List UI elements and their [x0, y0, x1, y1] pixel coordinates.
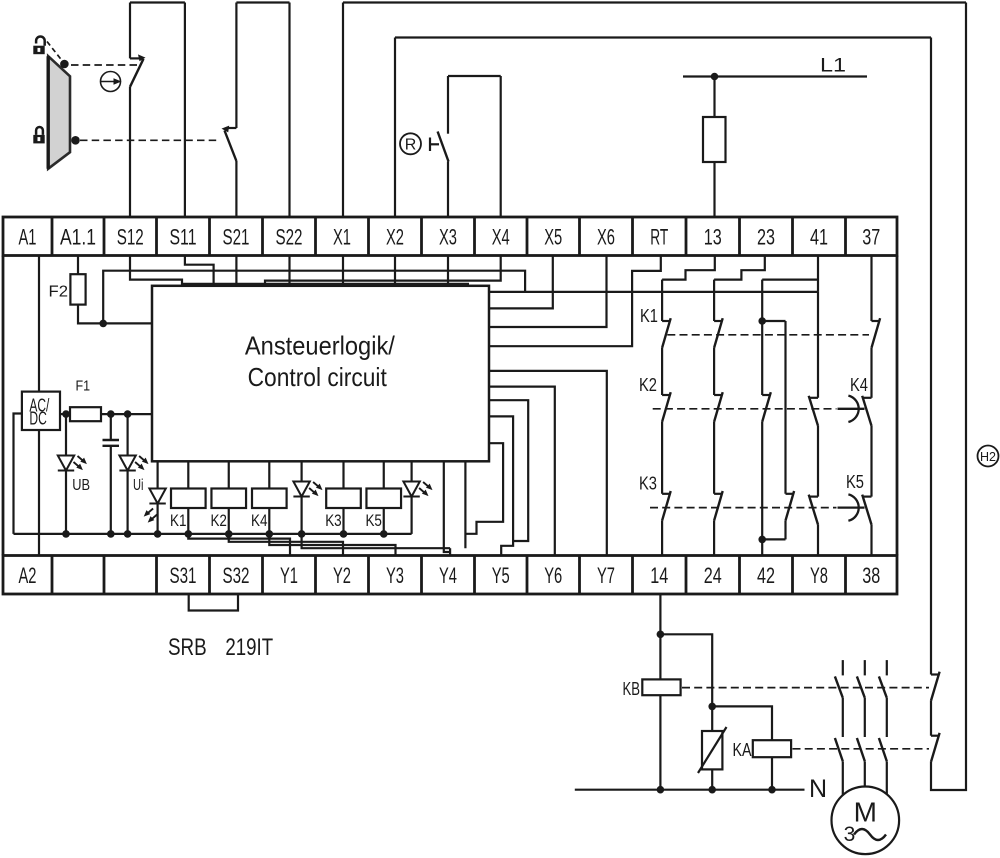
svg-text:14: 14: [650, 563, 668, 588]
svg-text:K1: K1: [170, 512, 187, 530]
svg-text:X5: X5: [544, 224, 562, 249]
svg-text:KA: KA: [733, 739, 753, 760]
svg-text:219IT: 219IT: [225, 634, 273, 661]
svg-text:S12: S12: [117, 224, 144, 249]
svg-text:L1: L1: [820, 56, 846, 77]
svg-text:X6: X6: [597, 224, 615, 249]
svg-text:Y6: Y6: [544, 563, 562, 588]
svg-text:S11: S11: [170, 224, 197, 249]
svg-text:Y7: Y7: [597, 563, 615, 588]
svg-text:42: 42: [757, 563, 775, 588]
svg-text:UB: UB: [72, 477, 90, 494]
svg-text:S32: S32: [223, 563, 250, 588]
svg-text:X4: X4: [492, 224, 510, 249]
svg-text:13: 13: [704, 224, 722, 249]
svg-text:Y2: Y2: [333, 563, 351, 588]
svg-text:K5: K5: [846, 471, 864, 492]
svg-text:X1: X1: [333, 224, 351, 249]
svg-text:Y1: Y1: [280, 563, 298, 588]
svg-text:A1.1: A1.1: [60, 224, 96, 249]
svg-text:23: 23: [757, 224, 775, 249]
svg-text:S21: S21: [223, 224, 250, 249]
svg-text:K2: K2: [639, 374, 657, 395]
svg-text:Y5: Y5: [492, 563, 510, 588]
svg-text:K3: K3: [639, 473, 657, 494]
svg-text:K2: K2: [210, 512, 227, 530]
svg-text:Y8: Y8: [810, 563, 828, 588]
svg-text:38: 38: [862, 563, 880, 588]
svg-text:K5: K5: [365, 512, 382, 530]
svg-text:F1: F1: [76, 378, 91, 395]
svg-text:KB: KB: [623, 678, 641, 699]
svg-text:A1: A1: [19, 224, 37, 249]
svg-text:Control circuit: Control circuit: [248, 362, 388, 392]
svg-text:A2: A2: [19, 563, 37, 588]
svg-text:Y3: Y3: [386, 563, 404, 588]
svg-text:K3: K3: [325, 512, 342, 530]
svg-text:S22: S22: [276, 224, 303, 249]
svg-text:R: R: [405, 137, 417, 154]
svg-text:K4: K4: [850, 374, 868, 395]
svg-text:F2: F2: [49, 284, 69, 301]
svg-text:H2: H2: [980, 450, 996, 464]
svg-text:3: 3: [844, 823, 856, 846]
svg-text:41: 41: [810, 224, 828, 249]
svg-text:RT: RT: [650, 224, 668, 249]
svg-text:Ansteuerlogik/: Ansteuerlogik/: [245, 331, 396, 361]
svg-text:AC/: AC/: [29, 395, 49, 415]
svg-text:K4: K4: [251, 512, 268, 530]
svg-text:X3: X3: [439, 224, 457, 249]
svg-text:K1: K1: [640, 305, 658, 326]
svg-text:DC: DC: [29, 409, 46, 429]
svg-text:N: N: [809, 775, 827, 803]
svg-text:37: 37: [862, 224, 880, 249]
svg-text:Y4: Y4: [439, 563, 457, 588]
svg-text:SRB: SRB: [168, 634, 207, 661]
svg-text:M: M: [854, 797, 877, 828]
svg-text:24: 24: [704, 563, 722, 588]
svg-text:S31: S31: [170, 563, 197, 588]
svg-text:Ui: Ui: [133, 477, 144, 494]
svg-text:X2: X2: [386, 224, 404, 249]
